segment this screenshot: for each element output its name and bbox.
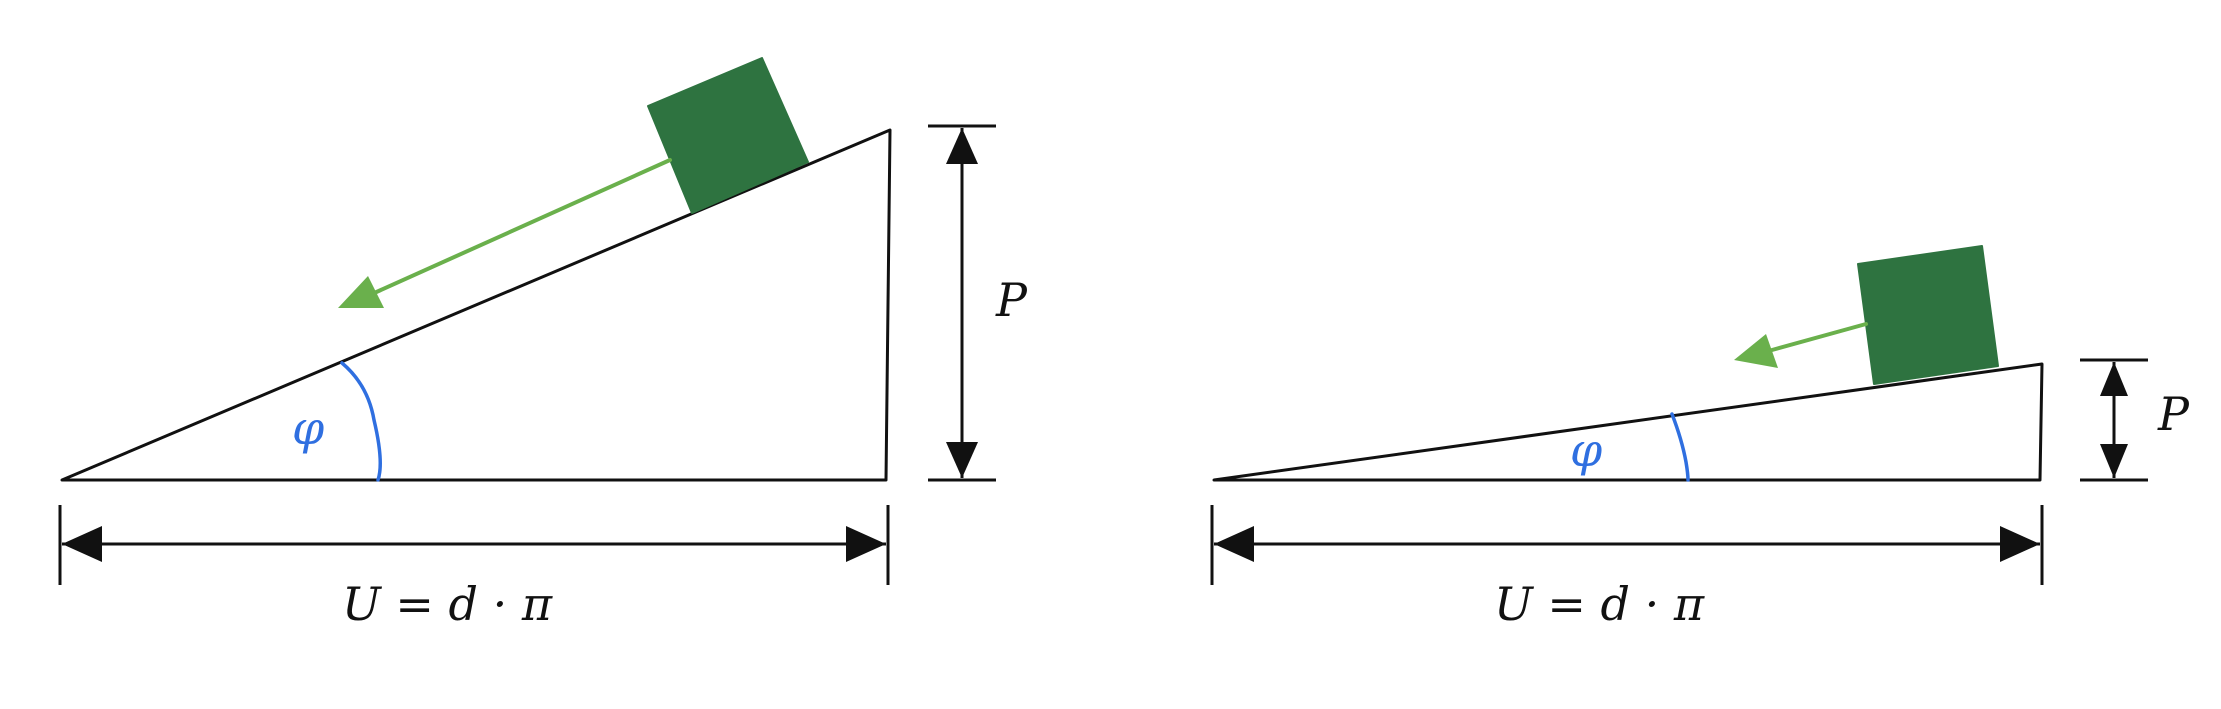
height-dimension [928, 124, 996, 482]
height-label: P [2157, 387, 2190, 441]
angle-arc-icon [340, 361, 382, 482]
diagram-shallow: φ P U = d · π [1210, 245, 2190, 631]
force-arrow-icon [338, 158, 672, 308]
height-label: P [995, 273, 1028, 327]
force-arrow-icon [1734, 322, 1868, 368]
diagram-steep: φ P U = d · π [58, 57, 1028, 631]
base-dimension [58, 505, 890, 585]
block [1857, 245, 1999, 385]
angle-label: φ [292, 401, 325, 455]
base-dimension [1210, 505, 2044, 585]
block [647, 57, 809, 214]
incline-triangle [60, 128, 892, 482]
base-label: U = d · π [1494, 577, 1705, 631]
angle-arc-icon [1670, 412, 1690, 482]
angle-label: φ [1570, 423, 1603, 477]
base-label: U = d · π [342, 577, 553, 631]
height-dimension [2080, 358, 2148, 482]
incline-triangle [1212, 362, 2044, 482]
